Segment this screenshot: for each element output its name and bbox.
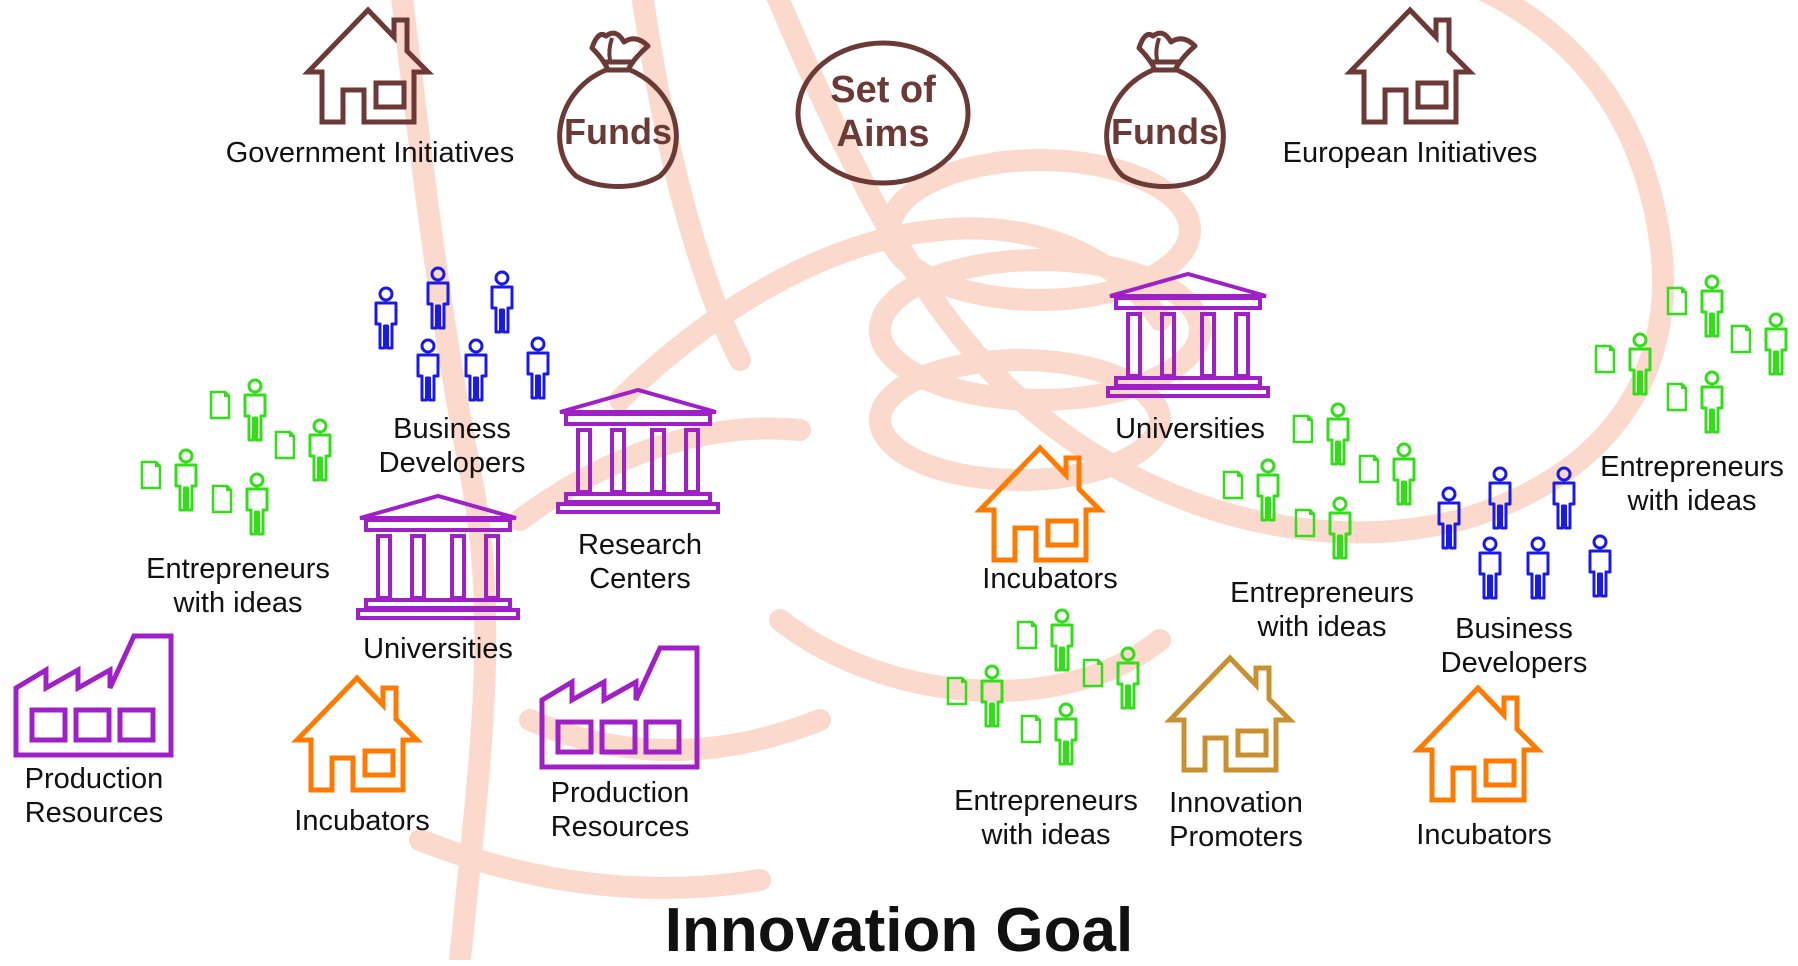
person-icon [526,336,550,400]
universities-right-label: Universities [1115,413,1265,445]
government-initiatives-label: Government Initiatives [225,137,515,169]
person-with-document-icon [140,448,198,512]
entrepreneurs-left-group [140,378,332,536]
funds-right-text: Funds [1111,111,1219,152]
entrepreneurs-right2-label: Entrepreneurs with ideas [1600,451,1784,517]
incubators-left-label: Incubators [294,805,430,837]
university-building-icon [356,494,520,620]
incubators-right2-label: Incubators [1416,819,1552,851]
european-initiatives-label: European Initiatives [1282,137,1538,169]
business-developers-right-label: Business Developers [1440,613,1588,679]
person-icon [1526,536,1550,600]
person-icon [1588,534,1612,598]
diagram-title: Innovation Goal [664,896,1134,965]
aims-ellipse-icon [795,40,971,186]
person-with-document-icon [1730,312,1788,376]
incubator-house-icon [297,678,417,790]
person-with-document-icon [274,418,332,482]
entrepreneurs-right1-label: Entrepreneurs with ideas [1230,577,1414,643]
incubator-house-icon [1418,688,1538,800]
person-with-document-icon [209,378,267,442]
person-icon [1478,536,1502,600]
factory-icon [16,636,171,755]
business-developers-left-label: Business Developers [378,413,526,479]
person-with-document-icon [211,472,269,536]
funds-left-text: Funds [564,111,672,152]
entrepreneurs-left-label: Entrepreneurs with ideas [146,553,330,619]
universities-left-label: Universities [363,633,513,665]
person-icon [374,286,398,350]
aims-line2-text: Aims [837,113,930,155]
person-icon [490,270,514,334]
production-resources-mid-label: Production Resources [550,777,690,843]
person-with-document-icon [1292,402,1350,466]
person-with-document-icon [1016,608,1074,672]
innovation-promoters-house-icon [1170,658,1290,770]
person-icon [416,338,440,402]
innovation-promoters-label: Innovation Promoters [1169,787,1303,853]
person-icon [464,338,488,402]
incubators-right1-label: Incubators [982,563,1118,595]
research-centers-label: Research Centers [577,529,703,595]
person-with-document-icon [1666,370,1724,434]
person-with-document-icon [1020,702,1078,766]
person-with-document-icon [1666,274,1724,338]
entrepreneurs-right3-label: Entrepreneurs with ideas [954,785,1138,851]
production-resources-left-label: Production Resources [24,763,164,829]
person-with-document-icon [1358,442,1416,506]
european-house-icon [1350,10,1470,122]
aims-line1-text: Set of [830,69,936,111]
